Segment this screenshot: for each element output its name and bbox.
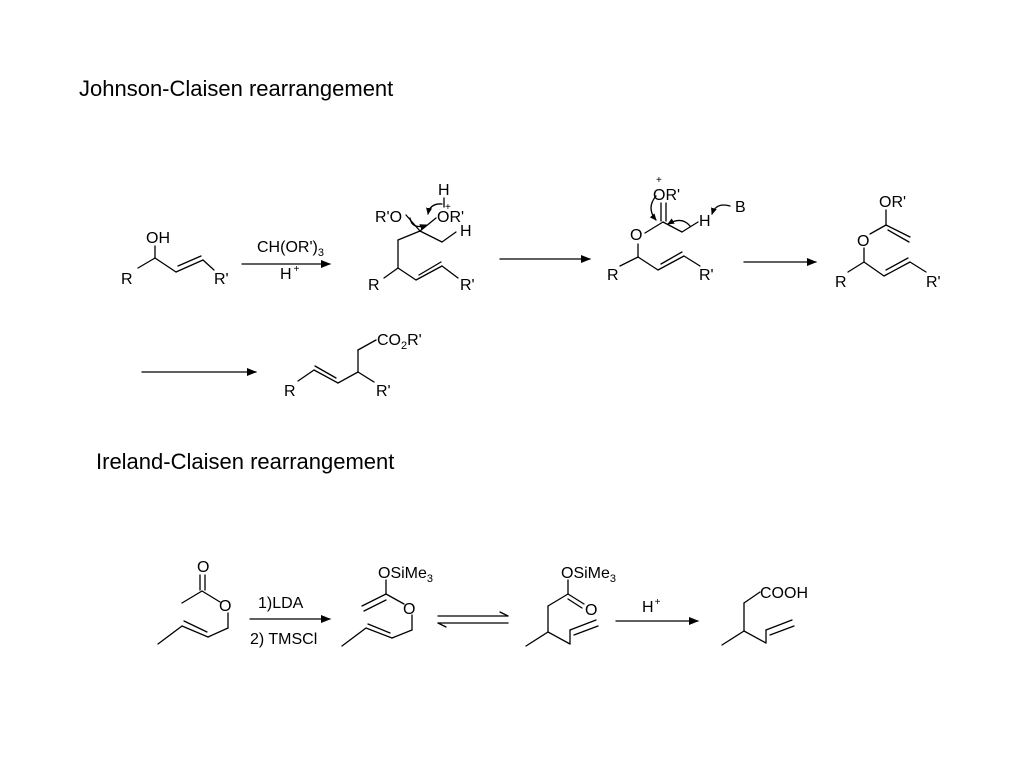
tmscl-reagent: 2) TMSCl: [250, 631, 317, 648]
ether-o-label: O: [857, 233, 869, 250]
or-prime-label: OR': [437, 209, 464, 226]
r-prime-label: R': [926, 274, 941, 291]
or-prime-label: OR': [653, 187, 680, 204]
oxocarbenium-intermediate: + OR' O H B R R': [607, 175, 746, 284]
oh-label: OH: [146, 230, 170, 247]
ether-o-label: O: [630, 227, 642, 244]
ester-label: CO2R': [377, 332, 422, 352]
johnson-claisen-title: Johnson-Claisen rearrangement: [79, 76, 394, 101]
r-label: R: [284, 383, 296, 400]
plus-charge: +: [656, 175, 662, 186]
osime3-label: OSiMe3: [561, 565, 616, 585]
osime3-label: OSiMe3: [378, 565, 433, 585]
r-label: R: [121, 271, 133, 288]
ether-o-label: O: [403, 601, 415, 618]
r-prime-label: R': [376, 383, 391, 400]
ketene-acetal: OR' O R R': [835, 194, 941, 291]
acid-reagent: H+: [642, 597, 661, 616]
r-prime-label: R': [699, 267, 714, 284]
allyl-acetate: O O: [157, 559, 231, 645]
h-label: H: [460, 223, 472, 240]
r-prime-o-label: R'O: [375, 209, 402, 226]
cooh-label: COOH: [760, 585, 808, 602]
carbonyl-o-label: O: [585, 602, 597, 619]
ester-o-label: O: [219, 598, 231, 615]
r-prime-label: R': [460, 277, 475, 294]
plus-charge: +: [445, 202, 451, 213]
h-proton: H: [438, 182, 450, 199]
silyl-ketene-acetal: OSiMe3 O: [341, 565, 433, 647]
acid-reagent: H+: [280, 264, 300, 283]
or-prime-label: OR': [879, 194, 906, 211]
acid-workup-arrow: H+: [615, 597, 699, 625]
orthoester-reagent: CH(OR')3: [257, 239, 324, 259]
r-label: R: [368, 277, 380, 294]
r-label: R: [607, 267, 619, 284]
ireland-claisen-title: Ireland-Claisen rearrangement: [96, 449, 395, 474]
allylic-alcohol: OH R R': [121, 230, 229, 288]
base-label: B: [735, 199, 746, 216]
silyl-ester: OSiMe3 O: [525, 565, 616, 647]
lda-reagent: 1)LDA: [258, 595, 304, 612]
reagent-arrow-lda: 1)LDA 2) TMSCl: [249, 595, 331, 648]
carbonyl-o-label: O: [197, 559, 209, 576]
protonated-orthoester: H + R'O OR' H R R': [368, 182, 475, 294]
equilibrium-arrows: [437, 611, 509, 628]
h-label: H: [699, 213, 711, 230]
unsaturated-ester-product: CO2R' R R': [284, 332, 422, 400]
r-prime-label: R': [214, 271, 229, 288]
carboxylic-acid-product: COOH: [721, 585, 808, 646]
r-label: R: [835, 274, 847, 291]
reagent-arrow-1: CH(OR')3 H+: [241, 239, 331, 283]
